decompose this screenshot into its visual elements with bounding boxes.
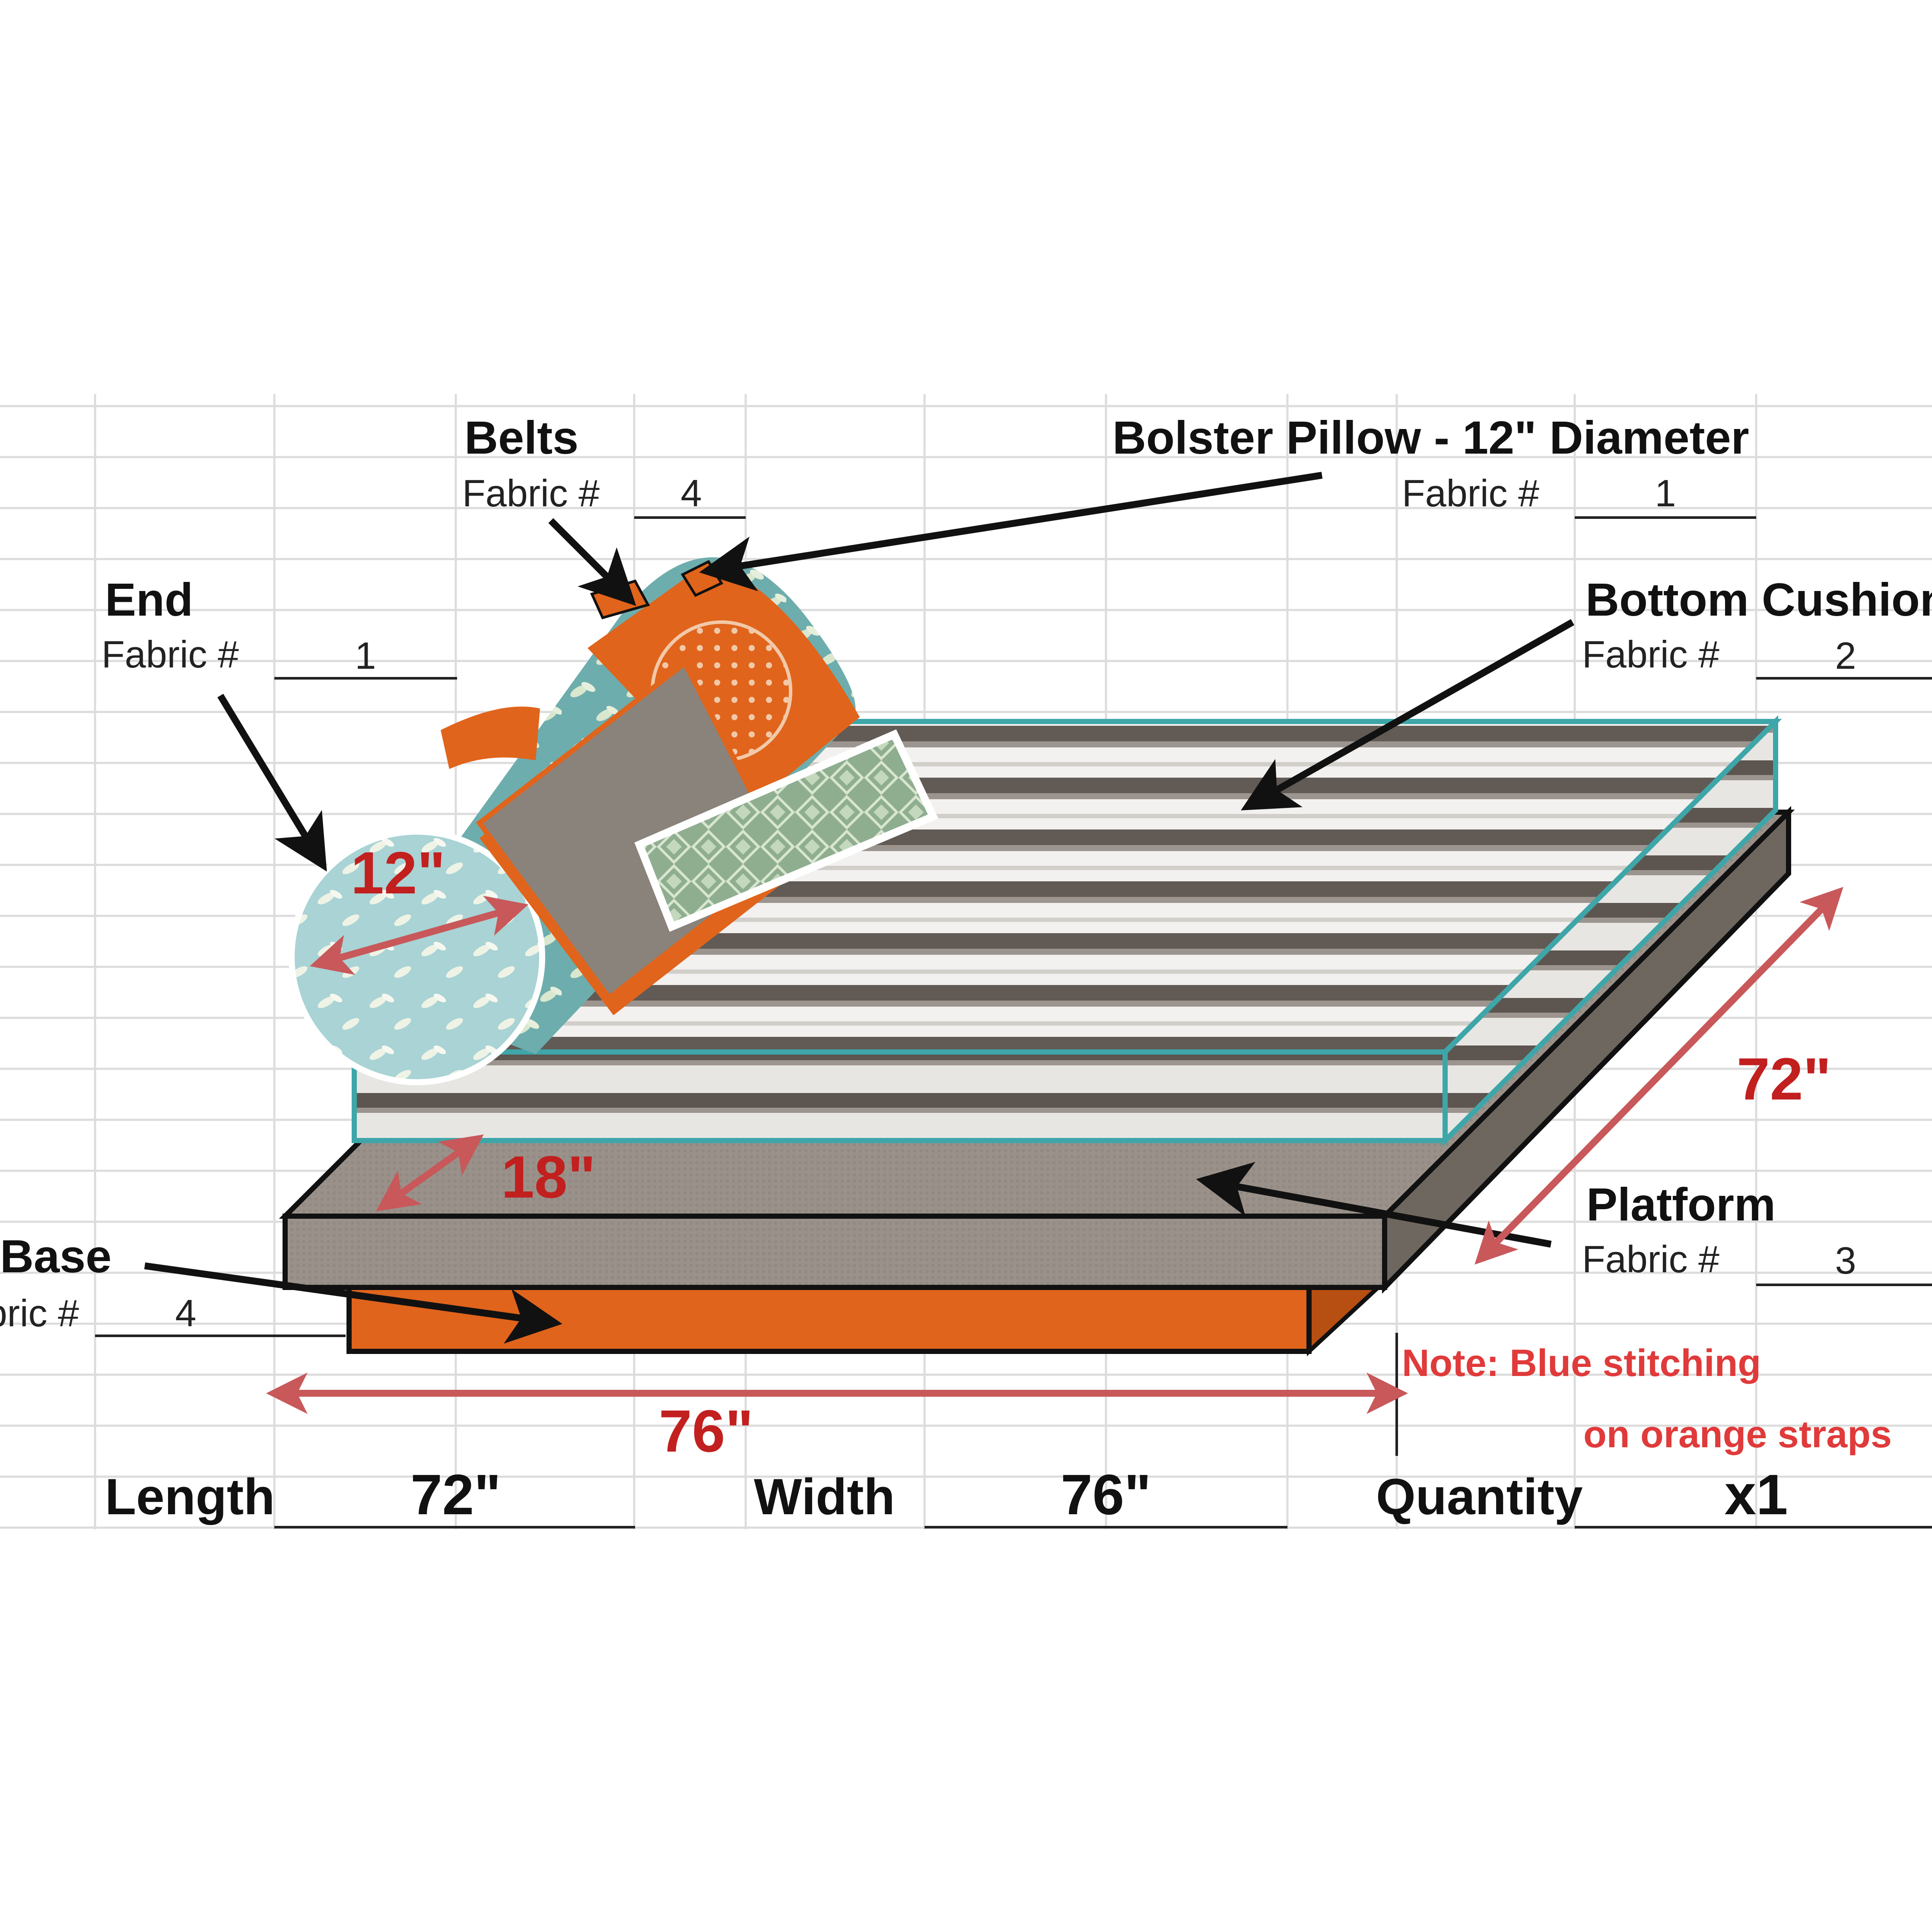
bottom-cushion-title: Bottom Cushion	[1586, 573, 1932, 626]
depth-dimension-label: 72"	[1737, 1046, 1831, 1112]
bottom-cushion-fabric-label: Fabric #	[1582, 633, 1719, 676]
length-value: 72"	[410, 1463, 501, 1526]
belts-fabric-label: Fabric #	[462, 472, 600, 515]
bolster-title: Bolster Pillow - 12" Diameter	[1112, 411, 1749, 464]
value-underlines	[95, 516, 1932, 1528]
base-title: Base	[0, 1230, 111, 1282]
bolster-pointer-arrow	[699, 472, 1323, 591]
summary-row: Length 72" Width 76" Quantity x1	[105, 1463, 1788, 1526]
length-label: Length	[105, 1468, 275, 1525]
dimension-arrows	[266, 887, 1843, 1414]
bottom-cushion-fabric-value: 2	[1835, 634, 1856, 677]
width-label: Width	[754, 1468, 895, 1525]
base-fabric-value: 4	[175, 1292, 197, 1335]
bolster-diameter-label: 12"	[351, 840, 445, 906]
base-label-group: Base Fabric # 4	[0, 1230, 196, 1335]
length-dimension-label: 76"	[659, 1398, 753, 1465]
dimension-labels: 12" 18" 72" 76"	[351, 840, 1831, 1465]
end-fabric-value: 1	[355, 634, 376, 677]
bolster-label-group: Bolster Pillow - 12" Diameter Fabric # 1	[1112, 411, 1749, 515]
quantity-value: x1	[1725, 1463, 1788, 1526]
platform-label-group: Platform Fabric # 3	[1582, 1178, 1856, 1282]
belts-title: Belts	[464, 411, 578, 464]
bolster-diameter-arrow	[309, 896, 529, 975]
belts-label-group: Belts Fabric # 4	[462, 411, 702, 515]
pointer-arrows	[144, 472, 1574, 1344]
belts-pointer-arrow	[548, 518, 636, 606]
depth-arrow	[1474, 887, 1843, 1265]
belts-fabric-value: 4	[681, 472, 702, 515]
end-title: End	[105, 573, 193, 626]
platform-fabric-label: Fabric #	[1582, 1238, 1719, 1281]
note-line-1: Note: Blue stitching	[1402, 1341, 1761, 1384]
width-value: 76"	[1061, 1463, 1151, 1526]
bolster-fabric-value: 1	[1655, 472, 1676, 515]
note-line-2: on orange straps	[1583, 1413, 1892, 1455]
base-pointer-arrow	[144, 1262, 562, 1344]
base-strap	[346, 1285, 1384, 1357]
end-pointer-arrow	[217, 693, 327, 872]
bolster-fabric-label: Fabric #	[1402, 472, 1539, 515]
border-dimension-label: 18"	[501, 1144, 596, 1211]
platform-fabric-value: 3	[1835, 1239, 1856, 1282]
lumbar-pillow	[634, 729, 939, 932]
base-fabric-label: Fabric #	[0, 1292, 79, 1335]
bottom-cushion-label-group: Bottom Cushion Fabric # 2	[1582, 573, 1932, 677]
stitching-note: Note: Blue stitching on orange straps	[1402, 1341, 1892, 1455]
end-label-group: End Fabric # 1	[102, 573, 376, 677]
end-fabric-label: Fabric #	[102, 633, 239, 676]
border-arrow	[376, 1134, 484, 1211]
bottom-cushion-pointer-arrow	[1241, 619, 1574, 810]
quantity-label: Quantity	[1376, 1468, 1583, 1525]
platform-title: Platform	[1586, 1178, 1776, 1230]
